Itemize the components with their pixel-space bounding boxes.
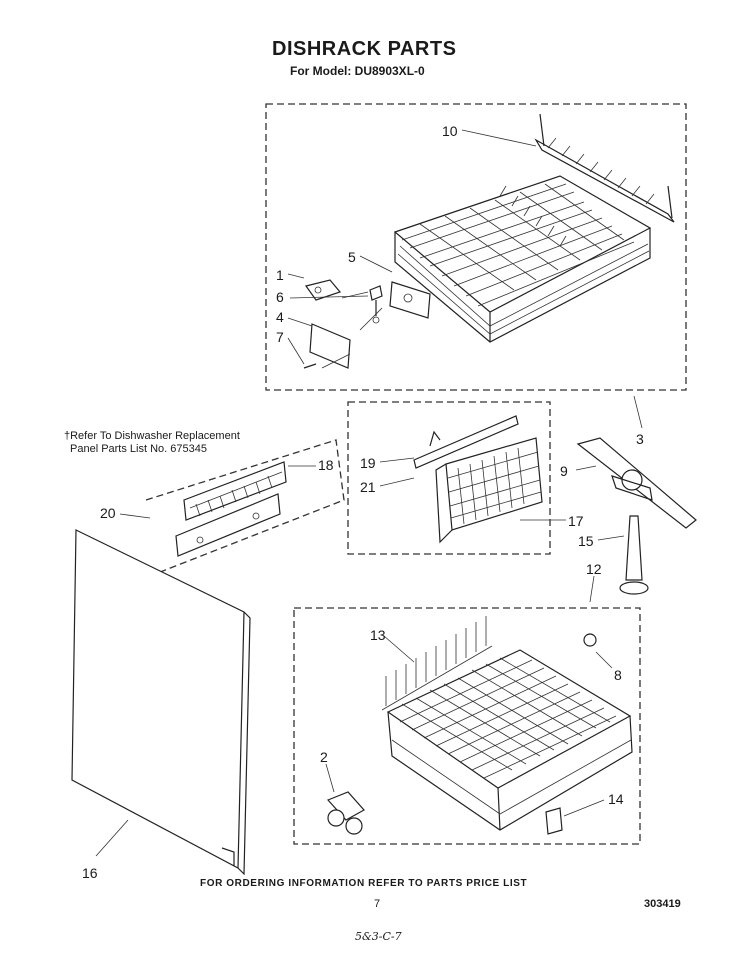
- page-title: DISHRACK PARTS: [272, 38, 457, 60]
- diagram-number: 303419: [644, 898, 681, 910]
- lower-rack-group-box: [293, 607, 641, 845]
- refer-note-line-2: Panel Parts List No. 675345: [70, 443, 207, 455]
- rack-wheel-part-2: [326, 791, 365, 835]
- callout-21: 21: [360, 479, 376, 495]
- callout-2: 2: [320, 749, 328, 765]
- callout-19: 19: [360, 455, 376, 471]
- upper-rack-group-box: [265, 103, 687, 391]
- callout-20: 20: [100, 505, 116, 521]
- callout-13: 13: [370, 627, 386, 643]
- handwritten-code: 5&3-C-7: [355, 930, 402, 943]
- callout-16: 16: [82, 865, 98, 881]
- callout-14: 14: [608, 791, 624, 807]
- lower-rack-basket: [386, 649, 633, 831]
- rack-bumper-part-18: [175, 461, 287, 557]
- silverware-basket: [435, 437, 543, 544]
- spray-arm-support-part-15: [619, 515, 649, 595]
- page-number: 7: [374, 898, 381, 910]
- wheel-clip-part-14: [545, 807, 563, 835]
- refer-note-line-1: †Refer To Dishwasher Replacement: [64, 430, 240, 442]
- callout-12: 12: [586, 561, 602, 577]
- callout-6: 6: [276, 289, 284, 305]
- callout-17: 17: [568, 513, 584, 529]
- model-subtitle: For Model: DU8903XL-0: [290, 64, 425, 78]
- rack-bumper-part-8: [583, 633, 597, 647]
- replacement-panel-note: †Refer To Dishwasher Replacement Panel P…: [64, 430, 240, 456]
- rack-adjuster-hardware: [303, 279, 431, 369]
- tine-row-part-13: [381, 616, 493, 711]
- callout-18: 18: [318, 457, 334, 473]
- callout-9: 9: [560, 463, 568, 479]
- bumper-group-outline: [145, 439, 345, 577]
- upper-rack-basket: [393, 175, 652, 343]
- callout-15: 15: [578, 533, 594, 549]
- callout-4: 4: [276, 309, 284, 325]
- callout-3: 3: [636, 431, 644, 447]
- callout-1: 1: [276, 267, 284, 283]
- door-panel-part-16: [71, 529, 251, 876]
- spray-arm-part-9: [576, 437, 697, 529]
- callout-8: 8: [614, 667, 622, 683]
- ordering-info-note: FOR ORDERING INFORMATION REFER TO PARTS …: [200, 878, 528, 889]
- callout-10: 10: [442, 123, 458, 139]
- callout-5: 5: [348, 249, 356, 265]
- basket-group-box: [347, 401, 551, 555]
- callout-7: 7: [276, 329, 284, 345]
- basket-handle-part-19: [413, 415, 519, 469]
- cup-shelf-part-10: [534, 113, 675, 223]
